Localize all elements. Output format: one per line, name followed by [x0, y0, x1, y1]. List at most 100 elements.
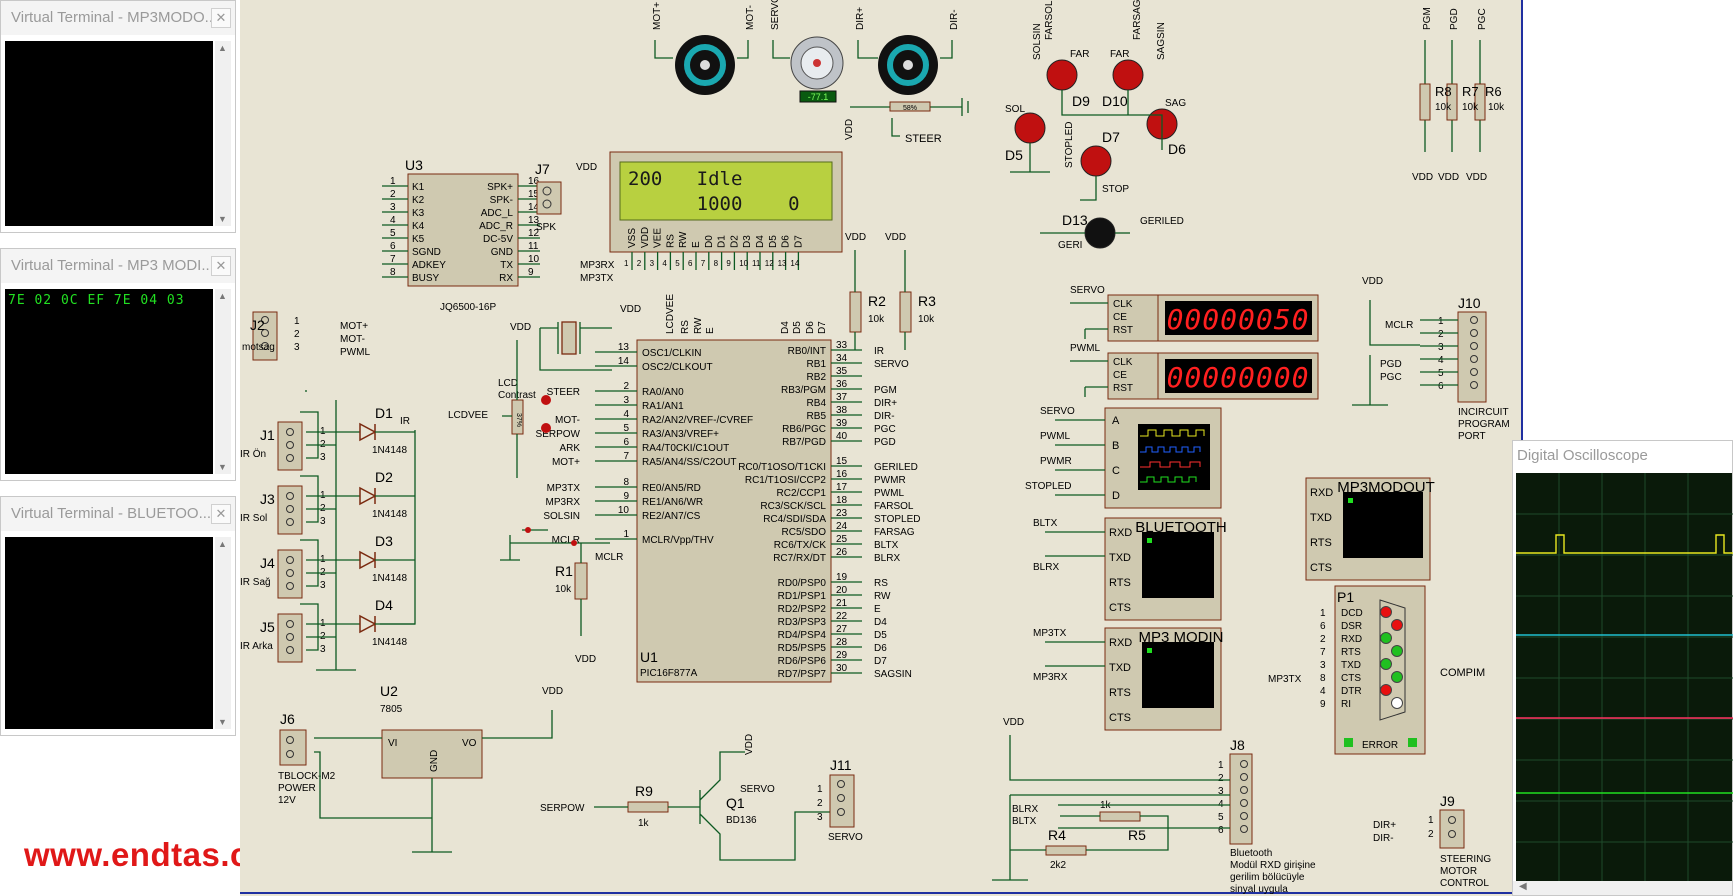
virtual-terminal-mp3modin-window[interactable]: Virtual Terminal - MP3 MODI... ✕ 7E 02 0… [0, 248, 236, 481]
pin-number: 1 [1218, 760, 1224, 771]
diode-part: 1N4148 [372, 573, 407, 584]
j2-motsag[interactable]: J2 motsag 123 MOT+ MOT- PWML [242, 311, 370, 361]
motor-left[interactable] [675, 35, 735, 95]
virtual-terminal-bluetooth-window[interactable]: Virtual Terminal - BLUETOO... ✕ ▲▼ [0, 496, 236, 736]
svg-text:10k: 10k [1435, 102, 1452, 113]
pin-number: 14 [618, 356, 630, 367]
pin-number: 26 [836, 547, 848, 558]
pin-name: RC0/T1OSO/T1CKI [738, 462, 826, 473]
terminal-screen[interactable] [5, 537, 213, 729]
motor-right[interactable] [878, 35, 938, 95]
svg-text:MOT+: MOT+ [340, 321, 368, 332]
close-icon[interactable]: ✕ [211, 504, 231, 524]
svg-text:VDD: VDD [885, 232, 906, 243]
lcd-pin-name: RW [678, 231, 689, 248]
terminal-title[interactable]: Virtual Terminal - MP3 MODI... ✕ [1, 249, 235, 283]
net-label: RW [874, 591, 891, 602]
scope-channel: A [1112, 415, 1120, 427]
scrollbar[interactable]: ▲▼ [215, 289, 231, 474]
diode-part: 1N4148 [372, 637, 407, 648]
program-port-resistors[interactable]: R8 R7 R6 10k 10k 10k PGM PGD PGC VDD VDD… [1412, 7, 1505, 183]
oscilloscope-scrollbar[interactable]: ◀ [1513, 881, 1732, 895]
svg-text:10k: 10k [868, 314, 885, 325]
pin-name: RB7/PGD [782, 437, 826, 448]
pin-name: RD4/PSP4 [778, 630, 827, 641]
close-icon[interactable]: ✕ [211, 8, 231, 28]
svg-text:SOL: SOL [1005, 104, 1025, 115]
svg-text:1: 1 [294, 316, 300, 327]
pin-name: RD5/PSP5 [778, 643, 827, 654]
svg-text:FARSAG: FARSAG [1132, 0, 1143, 40]
svg-text:IR: IR [400, 416, 410, 427]
u1-pic16f877a[interactable]: U1 PIC16F877A 13OSC1/CLKIN14OSC2/CLKOUT2… [536, 321, 921, 683]
pin-number: 13 [528, 215, 540, 226]
scroll-down-icon[interactable]: ▼ [218, 462, 227, 472]
scroll-up-icon[interactable]: ▲ [218, 43, 227, 53]
scroll-down-icon[interactable]: ▼ [218, 717, 227, 727]
net-label: D7 [874, 656, 887, 667]
svg-text:POWER: POWER [278, 783, 316, 794]
svg-text:2: 2 [817, 798, 823, 809]
terminal-screen[interactable]: 7E 02 0C EF 7E 04 03 [5, 289, 213, 474]
steer-potentiometer[interactable]: 58% STEER VDD [844, 101, 942, 145]
scroll-up-icon[interactable]: ▲ [218, 539, 227, 549]
scroll-down-icon[interactable]: ▼ [218, 214, 227, 224]
close-icon[interactable]: ✕ [211, 256, 231, 276]
j9-steering-connector[interactable]: J9 STEERING MOTOR CONTROL DIR+ DIR- 12 [1373, 793, 1491, 889]
schematic-svg[interactable]: -77.1 MOT+ MOT- SERVO DIR+ DIR- 58% STEE… [240, 0, 1523, 896]
pin-name: BUSY [412, 273, 440, 284]
mclr-circuit[interactable]: R1 10k VDD MCLR [500, 527, 623, 665]
lcd-pin-name: D0 [704, 235, 715, 248]
digital-oscilloscope-window[interactable]: Digital Oscilloscope ◀ [1512, 440, 1733, 896]
lcd-pin-name: D1 [717, 235, 728, 248]
net-label: MP3TX [547, 483, 581, 494]
scroll-up-icon[interactable]: ▲ [218, 291, 227, 301]
lcd-line-2: 1000 0 [628, 193, 800, 215]
svg-text:P1: P1 [1337, 589, 1354, 605]
terminal-title[interactable]: Virtual Terminal - MP3MODO... ✕ [1, 1, 235, 35]
svg-text:7805: 7805 [380, 704, 403, 715]
pin-number: 6 [1438, 381, 1444, 392]
scrollbar[interactable]: ▲▼ [215, 537, 231, 729]
svg-text:VDD: VDD [1362, 276, 1383, 287]
lcd-display[interactable]: 200 Idle 1000 0 VSS1VDD2VEE3RS4RW5E6D07D… [609, 151, 843, 334]
svg-text:VDD: VDD [1003, 717, 1024, 728]
pin-name: ADC_L [481, 208, 514, 219]
scroll-left-icon[interactable]: ◀ [1519, 881, 1527, 892]
schematic-canvas[interactable]: -77.1 MOT+ MOT- SERVO DIR+ DIR- 58% STEE… [240, 0, 1523, 896]
counter-timers[interactable]: 00000050CLKCERSTSERVO00000000CLKCERSTPWM… [1070, 285, 1319, 400]
scrollbar[interactable]: ▲▼ [215, 41, 231, 226]
lcd-contrast-pot[interactable]: 37% LCD Contrast VDD LCDVEE IR [400, 322, 551, 478]
indicator-leds[interactable]: D5 D9 D10 D6 D7 D13 SOL FAR FAR SAG STOP… [1005, 0, 1186, 251]
virtual-terminal-mp3modout-window[interactable]: Virtual Terminal - MP3MODO... ✕ ▲▼ [0, 0, 236, 233]
pin-number: 36 [836, 379, 848, 390]
svg-text:D7: D7 [1102, 129, 1120, 145]
pin-name: SPK+ [487, 182, 513, 193]
pin-number: 22 [836, 611, 848, 622]
crystal[interactable] [539, 321, 612, 371]
pin-number: 6 [1320, 621, 1326, 632]
terminal-title[interactable]: Virtual Terminal - BLUETOO... ✕ [1, 497, 235, 531]
scope-channel: D [1112, 490, 1120, 502]
terminal-screen[interactable] [5, 41, 213, 226]
serial-pin: TXD [1109, 552, 1131, 564]
servo-angle-readout: -77.1 [808, 92, 829, 102]
svg-text:R3: R3 [918, 293, 936, 309]
counter-pin: CE [1113, 312, 1127, 323]
u3-mp3-module[interactable]: U3 JQ6500-16P 1K12K23K34K45K56SGND7ADKEY… [382, 157, 615, 313]
oscilloscope-screen[interactable] [1516, 473, 1733, 883]
pullup-resistors[interactable]: R2 10k R3 10k VDD VDD [845, 232, 936, 350]
servo-motor[interactable]: -77.1 [790, 36, 844, 103]
serial-pin: RXD [1109, 527, 1132, 539]
lcd-pin-name: VEE [653, 228, 664, 248]
oscilloscope-title[interactable]: Digital Oscilloscope [1517, 447, 1648, 464]
q1-servo-power-switch[interactable]: R9 1k SERPOW Q1 BD136 J11 SERVO 123 SERV… [540, 734, 863, 861]
diode-label: D1 [375, 405, 393, 421]
